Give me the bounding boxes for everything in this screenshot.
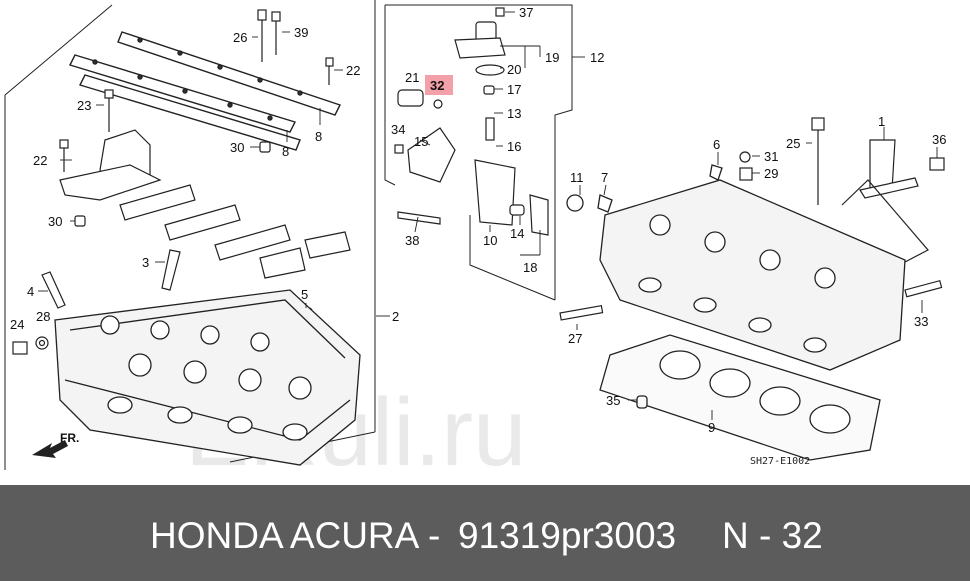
- stud-bolts: [559, 279, 943, 321]
- parts-diagram: ERuli.ru: [4, 0, 947, 486]
- label-32-highlight: 32: [430, 78, 444, 93]
- camshaft-rails: [69, 31, 341, 151]
- label-11: 11: [570, 170, 584, 185]
- bolt-24-washer-28: [12, 336, 49, 355]
- brand-name: HONDA ACURA: [150, 515, 420, 556]
- label-27: 27: [568, 331, 582, 346]
- label-14: 14: [510, 226, 524, 241]
- label-23: 23: [77, 98, 91, 113]
- bolt-26-39: [257, 9, 281, 62]
- leader-lines: [38, 11, 938, 420]
- label-19: 19: [545, 50, 559, 65]
- label-36: 36: [932, 132, 946, 147]
- label-34: 34: [391, 122, 405, 137]
- label-17: 17: [507, 82, 521, 97]
- label-8b: 8: [282, 144, 289, 159]
- head-gasket: [599, 334, 881, 461]
- label-16: 16: [507, 139, 521, 154]
- bracket-1: [841, 139, 945, 263]
- drawing-code: SH27-E1002: [750, 456, 810, 467]
- label-1: 1: [878, 114, 885, 129]
- front-label: FR.: [60, 431, 79, 445]
- label-5: 5: [301, 287, 308, 302]
- part-labels: 1 2 3 4 5 6 7 8 8 9 10 11 12 13 14 15 16…: [10, 5, 946, 435]
- left-cylinder-head: [54, 289, 361, 466]
- footer-caption: HONDA ACURA - 91319pr3003 N - 32: [0, 485, 970, 581]
- label-2: 2: [392, 309, 399, 324]
- label-12: 12: [590, 50, 604, 65]
- front-arrow: [32, 440, 68, 458]
- label-30b: 30: [48, 214, 62, 229]
- highlight-box: [425, 75, 453, 95]
- label-8a: 8: [315, 129, 322, 144]
- label-33: 33: [914, 314, 928, 329]
- label-22b: 22: [33, 153, 47, 168]
- label-28: 28: [36, 309, 50, 324]
- camshaft-holders: [59, 129, 351, 279]
- label-20: 20: [507, 62, 521, 77]
- label-39: 39: [294, 25, 308, 40]
- label-7: 7: [601, 170, 608, 185]
- separator: -: [428, 515, 441, 556]
- label-22a: 22: [346, 63, 360, 78]
- label-10: 10: [483, 233, 497, 248]
- label-29: 29: [764, 166, 778, 181]
- bolt-25: [739, 117, 825, 205]
- middle-group-frame: [384, 4, 573, 301]
- label-18: 18: [523, 260, 537, 275]
- vtec-solenoid: [394, 7, 549, 236]
- label-26: 26: [233, 30, 247, 45]
- part-number: 91319pr3003: [458, 515, 677, 556]
- label-6: 6: [713, 137, 720, 152]
- label-35: 35: [606, 393, 620, 408]
- label-24: 24: [10, 317, 24, 332]
- right-cylinder-head: [566, 164, 906, 371]
- label-31: 31: [764, 149, 778, 164]
- label-9: 9: [708, 420, 715, 435]
- label-3: 3: [142, 255, 149, 270]
- label-13: 13: [507, 106, 521, 121]
- label-37: 37: [519, 5, 533, 20]
- label-30a: 30: [230, 140, 244, 155]
- footer-bar: HONDA ACURA - 91319pr3003 N - 32: [0, 485, 970, 581]
- label-25: 25: [786, 136, 800, 151]
- label-21: 21: [405, 70, 419, 85]
- label-15: 15: [414, 134, 428, 149]
- diagram-position: N - 32: [722, 515, 823, 556]
- label-4: 4: [27, 284, 34, 299]
- label-38: 38: [405, 233, 419, 248]
